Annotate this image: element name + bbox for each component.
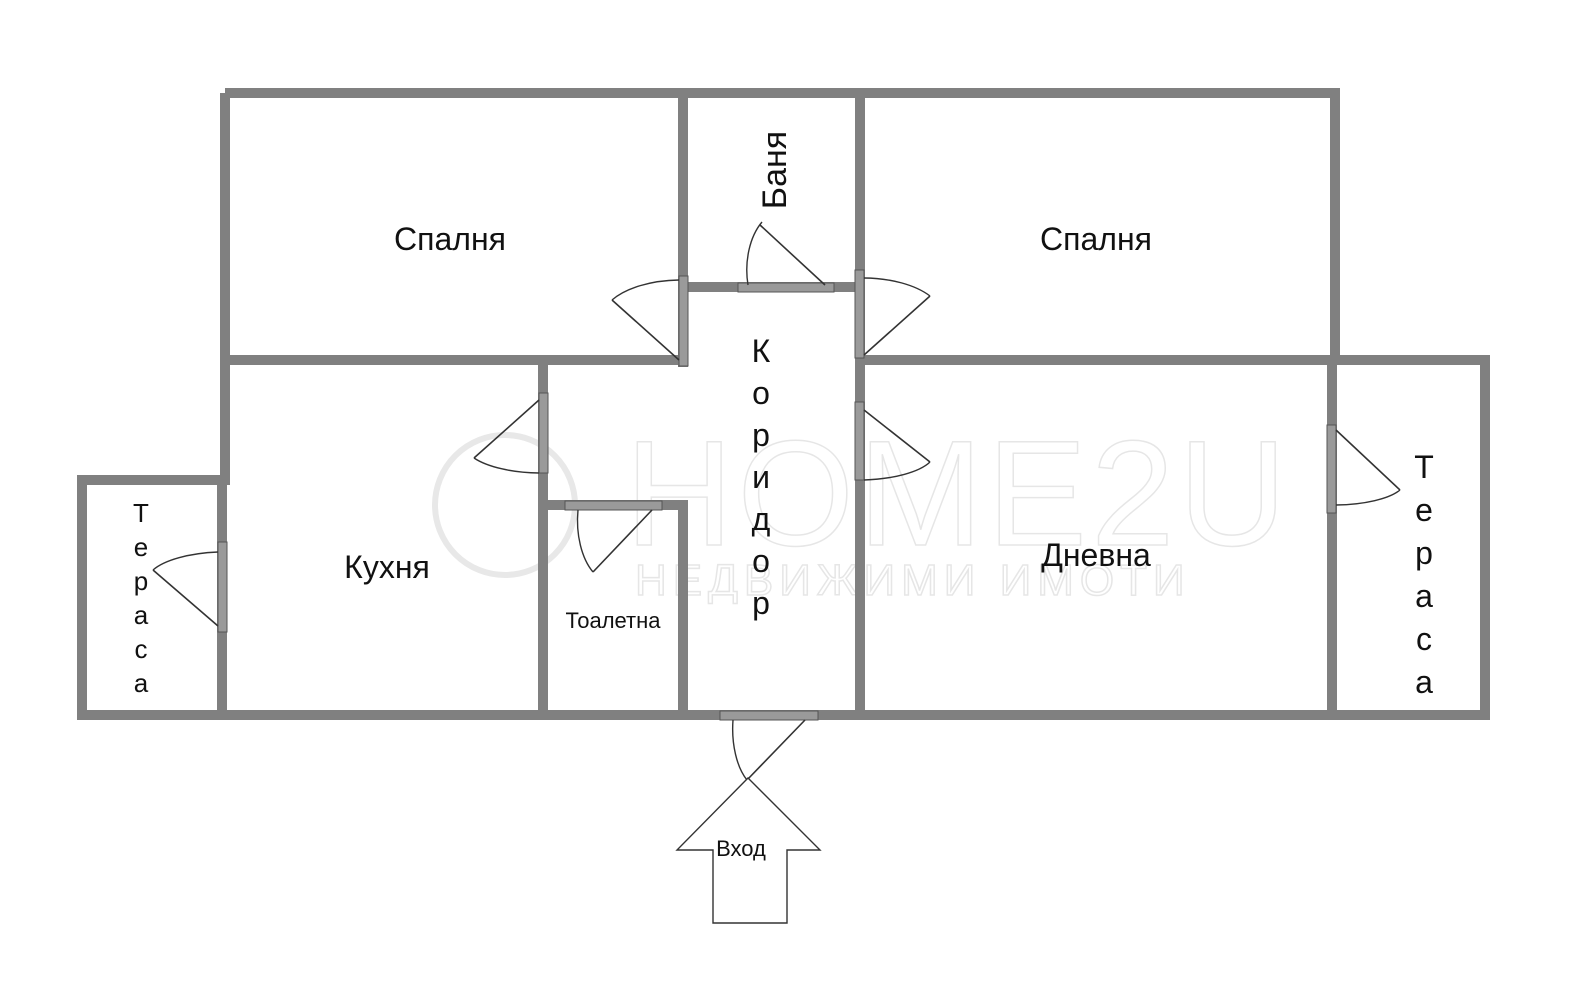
watermark-tagline: НЕДВИЖИМИ ИМОТИ [635, 556, 1191, 605]
label-living-room: Дневна [1041, 537, 1151, 573]
entrance-arrow: Вход [675, 777, 822, 924]
door-terrace-right[interactable] [1326, 424, 1401, 514]
doors [152, 221, 1401, 781]
door-toilet[interactable] [564, 500, 663, 573]
label-kitchen: Кухня [344, 549, 430, 585]
label-bathroom: Баня [756, 131, 794, 209]
label-toilet: Тоалетна [566, 608, 662, 633]
label-bedroom-right: Спалня [1040, 221, 1152, 257]
entrance-label: Вход [716, 836, 766, 861]
watermark: HOME2U НЕДВИЖИМИ ИМОТИ [432, 408, 1291, 606]
room-labels: Спалня Спалня Баня Кухня Тоалетна Дневна… [133, 131, 1434, 700]
door-living-room[interactable] [854, 401, 931, 481]
door-bathroom[interactable] [737, 221, 835, 293]
watermark-brand: HOME2U [625, 409, 1291, 577]
door-bedroom-right[interactable] [854, 269, 931, 359]
door-bedroom-left[interactable] [611, 275, 689, 367]
label-bedroom-left: Спалня [394, 221, 506, 257]
door-kitchen[interactable] [473, 392, 549, 474]
door-entrance[interactable] [719, 710, 819, 781]
outer-wall [77, 88, 1490, 720]
door-terrace-left[interactable] [152, 541, 228, 633]
